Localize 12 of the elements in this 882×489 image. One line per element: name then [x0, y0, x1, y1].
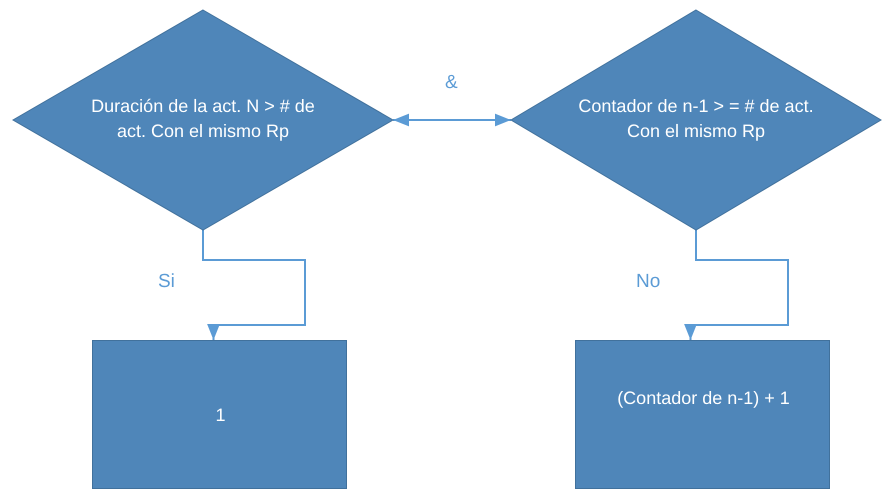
edge-label: No [636, 271, 660, 293]
process-box [575, 340, 830, 489]
arrow [393, 114, 511, 126]
process-text: 1 [214, 404, 226, 427]
process-box [92, 340, 347, 489]
arrow [202, 230, 306, 340]
process-text: (Contador de n-1) + 1 [616, 387, 791, 410]
decision-text: Duración de la act. N > # de act. Con el mismo Rp [90, 95, 316, 143]
edge-label: Si [158, 271, 175, 293]
decision-text: Contador de n-1 > = # de act. Con el mismo Rp [577, 95, 815, 143]
arrow [684, 230, 789, 340]
edge-label: & [445, 72, 458, 94]
